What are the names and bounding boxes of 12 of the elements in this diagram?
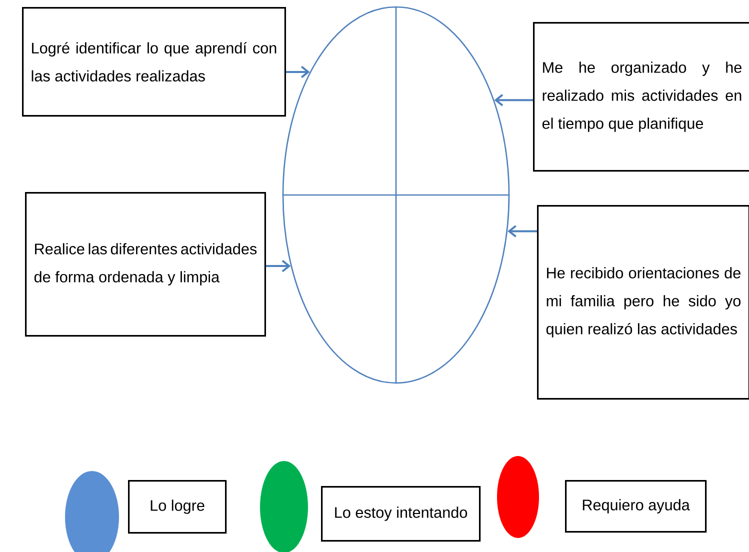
text-box: Logré identificar lo que aprendí con las actividades realizadas	[22, 7, 286, 117]
arrow	[494, 94, 533, 106]
text-box: He recibido orientaciones de mi familia pero he sido yo quien realizó las actividades	[537, 205, 749, 400]
text-box: Realice las diferentes actividades de forma ordenada y limpia	[25, 192, 266, 337]
circle-shape	[282, 6, 510, 384]
arrow	[508, 225, 537, 238]
text-box: Me he organizado y he realizado mis actividades en el tiempo que planifique	[533, 22, 749, 172]
legend-label: Requiero ayuda	[565, 480, 707, 533]
arrow	[286, 66, 310, 78]
legend-label: Lo logre	[128, 480, 227, 534]
legend-label: Lo estoy intentando	[321, 486, 481, 542]
arrow	[266, 260, 291, 272]
